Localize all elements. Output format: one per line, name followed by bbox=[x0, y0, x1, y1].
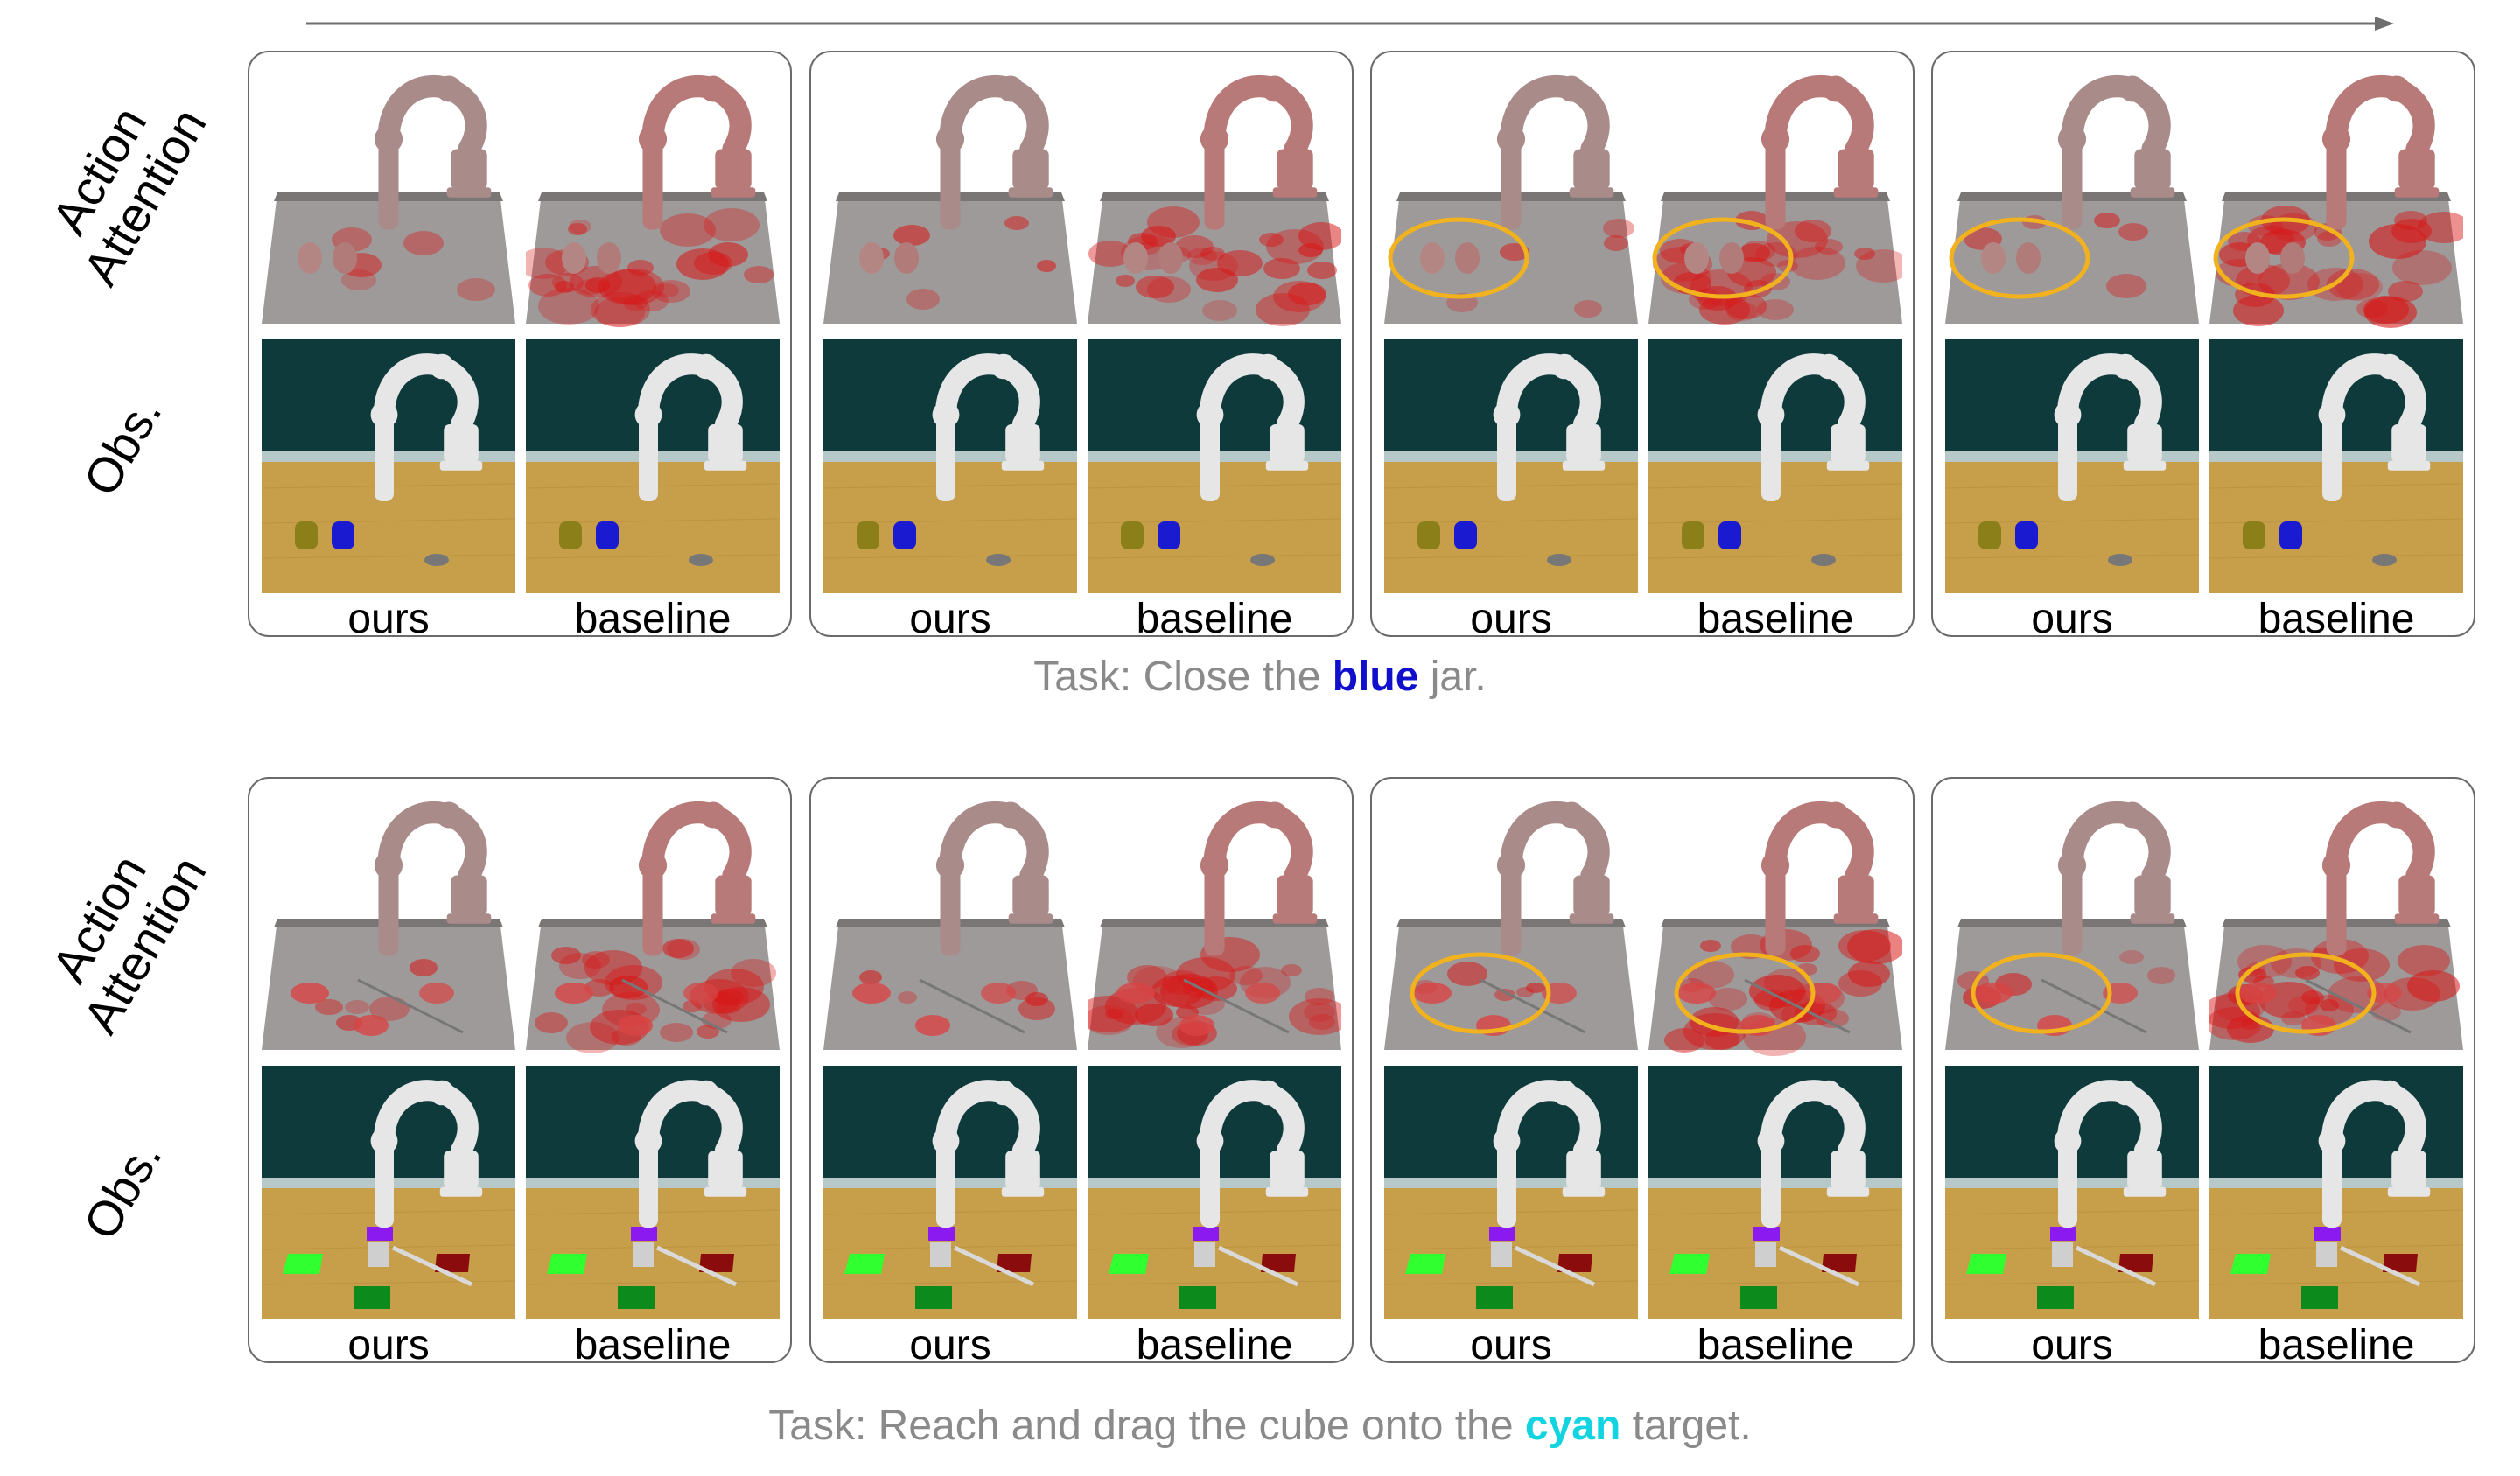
attention-map-ours bbox=[1945, 796, 2199, 1059]
observation-image-ours bbox=[1384, 1066, 1638, 1319]
comparison-panel: ours bbox=[248, 777, 792, 1368]
method-label-baseline: baseline bbox=[574, 1322, 732, 1368]
method-label-ours: ours bbox=[347, 596, 430, 642]
observation-image-baseline bbox=[526, 339, 780, 593]
task-caption-2: Task: Reach and drag the cube onto the c… bbox=[0, 1400, 2520, 1452]
attention-map-ours bbox=[823, 70, 1077, 332]
comparison-panel: ours baseline bbox=[248, 51, 792, 642]
attention-map-baseline bbox=[1088, 796, 1341, 1059]
attention-map-ours bbox=[1384, 796, 1638, 1059]
attention-map-baseline bbox=[1648, 796, 1902, 1059]
observation-image-baseline bbox=[1088, 339, 1341, 593]
row-label-attention-2: Action Attention bbox=[0, 846, 254, 1043]
row-label-obs-text: Obs. bbox=[72, 387, 172, 505]
observation-image-ours bbox=[262, 1066, 515, 1319]
method-label-ours: ours bbox=[1470, 596, 1552, 642]
method-label-baseline: baseline bbox=[2258, 596, 2415, 642]
method-label-ours: ours bbox=[2031, 596, 2113, 642]
task-prefix: Task: Close the bbox=[1033, 654, 1333, 700]
attention-map-ours bbox=[1384, 70, 1638, 332]
method-label-ours: ours bbox=[347, 1322, 430, 1368]
attention-map-baseline bbox=[2209, 796, 2463, 1059]
observation-image-ours bbox=[1945, 339, 2199, 593]
method-label-ours: ours bbox=[1470, 1322, 1552, 1368]
attention-map-baseline bbox=[1088, 70, 1341, 332]
method-label-baseline: baseline bbox=[574, 596, 732, 642]
row-label-attention-text: Action Attention bbox=[41, 97, 218, 295]
attention-map-ours bbox=[262, 796, 515, 1059]
method-label-ours: ours bbox=[909, 1322, 991, 1368]
comparison-panel: ours baseline bbox=[1931, 51, 2475, 642]
comparison-panel: ours bbox=[1370, 777, 1914, 1368]
method-label-ours: ours bbox=[909, 596, 991, 642]
task-highlight-cyan: cyan bbox=[1524, 1403, 1621, 1449]
attention-map-ours bbox=[262, 70, 515, 332]
task-highlight-blue: blue bbox=[1332, 654, 1419, 700]
method-label-baseline: baseline bbox=[2258, 1322, 2415, 1368]
method-label-baseline: baseline bbox=[1697, 596, 1854, 642]
method-label-baseline: baseline bbox=[1136, 596, 1293, 642]
attention-map-ours bbox=[1945, 70, 2199, 332]
observation-image-baseline bbox=[1648, 1066, 1902, 1319]
comparison-panel: ours baseline bbox=[809, 51, 1354, 642]
comparison-panel: ours bbox=[809, 777, 1354, 1368]
attention-map-baseline bbox=[2209, 70, 2463, 332]
observation-image-ours bbox=[823, 339, 1077, 593]
observation-image-baseline bbox=[2209, 1066, 2463, 1319]
observation-image-baseline bbox=[2209, 339, 2463, 593]
attention-map-baseline bbox=[526, 70, 780, 332]
observation-image-ours bbox=[262, 339, 515, 593]
observation-image-ours bbox=[1945, 1066, 2199, 1319]
row-label-obs-2: Obs. bbox=[0, 1111, 254, 1269]
row-label-attention-text: Action Attention bbox=[41, 845, 218, 1043]
row-label-attention-1: Action Attention bbox=[0, 98, 254, 295]
comparison-panel: ours baseline bbox=[1370, 51, 1914, 642]
observation-image-ours bbox=[1384, 339, 1638, 593]
row-label-obs-text: Obs. bbox=[72, 1130, 172, 1249]
observation-image-ours bbox=[823, 1066, 1077, 1319]
row-label-obs-1: Obs. bbox=[0, 367, 254, 525]
observation-image-baseline bbox=[1648, 339, 1902, 593]
observation-image-baseline bbox=[1088, 1066, 1341, 1319]
task-caption-1: Task: Close the blue jar. bbox=[0, 651, 2520, 703]
attention-map-baseline bbox=[1648, 70, 1902, 332]
method-label-baseline: baseline bbox=[1697, 1322, 1854, 1368]
attention-map-baseline bbox=[526, 796, 780, 1059]
task-prefix: Task: Reach and drag the cube onto the bbox=[768, 1403, 1525, 1449]
method-label-baseline: baseline bbox=[1136, 1322, 1293, 1368]
task-suffix: target. bbox=[1620, 1403, 1752, 1449]
task-suffix: jar. bbox=[1418, 654, 1487, 700]
comparison-panel: ours bbox=[1931, 777, 2475, 1368]
attention-map-ours bbox=[823, 796, 1077, 1059]
observation-image-baseline bbox=[526, 1066, 780, 1319]
method-label-ours: ours bbox=[2031, 1322, 2113, 1368]
timeline-arrow-icon bbox=[306, 17, 2394, 31]
